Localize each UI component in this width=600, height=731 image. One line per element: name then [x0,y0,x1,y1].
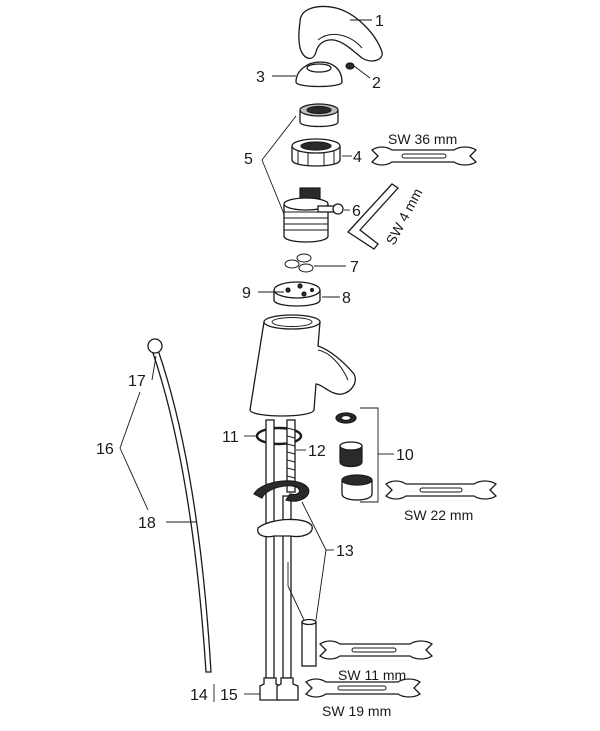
pop-up-rod-part-18 [151,349,212,673]
tool-label-sw11: SW 11 mm [338,667,406,683]
callout-2: 2 [372,75,381,92]
callout-6: 6 [352,203,361,220]
callout-8: 8 [342,290,351,307]
callout-16: 16 [96,441,114,458]
callout-4: 4 [353,149,362,166]
wrench-sw22-icon [384,480,498,500]
callout-13: 13 [336,543,354,560]
aerator-seal-part-10 [335,412,357,424]
wrench-sw11-icon [318,640,434,660]
knob-part-17 [147,338,163,354]
set-screw-part-2 [345,62,355,70]
callout-15: 15 [220,687,238,704]
callout-12: 12 [308,443,326,460]
callout-7: 7 [350,259,359,276]
callout-10: 10 [396,447,414,464]
callout-1: 1 [375,13,384,30]
callout-18: 18 [138,515,156,532]
screw-part-6 [317,203,344,215]
mounting-clip-part-13 [253,480,310,502]
callout-3: 3 [256,69,265,86]
tool-label-sw36: SW 36 mm [388,131,457,147]
aerator-housing-part-10 [341,474,373,501]
wrench-sw19-icon [304,678,422,698]
threaded-stud-part-12 [286,419,296,493]
tool-label-sw22: SW 22 mm [404,507,473,523]
tool-label-sw19: SW 19 mm [322,703,391,719]
fixing-nut-part-13 [301,618,317,667]
callout-11: 11 [222,429,239,446]
callout-14: 14 [190,687,208,704]
lever-handle-part-1 [298,5,383,62]
cap-part-3 [295,61,343,88]
valve-plate-part-8 [273,281,321,307]
o-ring-part-11 [255,426,303,446]
callout-9: 9 [242,285,251,302]
cartridge-part-5 [283,187,329,243]
o-rings-part-7 [284,253,314,273]
aerator-insert-part-10 [339,441,363,468]
callout-5: 5 [244,151,253,168]
wrench-sw36-icon [370,146,478,166]
hex-key-sw4-icon [347,183,399,250]
cartridge-top-ring [299,103,339,128]
callout-17: 17 [128,373,146,390]
hose-connector-part-15 [276,677,299,701]
nut-part-4 [291,138,341,167]
faucet-body [249,314,356,417]
supply-hose-left [265,419,275,679]
mounting-washer-part-13 [257,518,313,538]
